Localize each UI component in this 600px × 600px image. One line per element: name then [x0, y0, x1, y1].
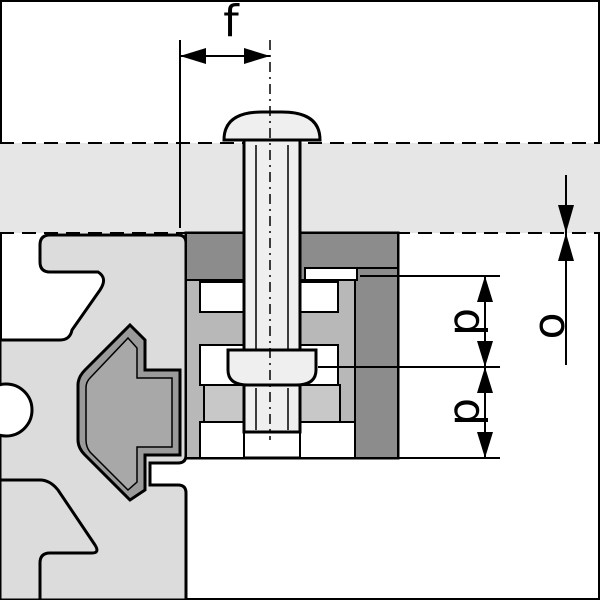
d-upper-arrow-bottom [477, 341, 493, 367]
label-f: f [223, 0, 240, 47]
d-lower-arrow-top [477, 367, 493, 393]
block-inner-mid [299, 384, 341, 423]
block-right-plate [354, 267, 399, 459]
o-arrow-up [558, 233, 574, 261]
label-d-upper: d [444, 308, 495, 336]
profile-core-hole [0, 382, 34, 438]
profile-lower-arm [0, 478, 99, 600]
d-upper-arrow-top [477, 276, 493, 302]
block-inner-mid-left [203, 384, 245, 423]
block-top-left-plate [185, 232, 245, 281]
channel-lower-right [299, 421, 356, 459]
t-slot-nut-icon [226, 348, 318, 387]
f-arrow-left [180, 48, 206, 64]
d-lower-arrow-bottom [477, 432, 493, 458]
channel-upper-left [199, 281, 245, 313]
o-arrow-down [558, 205, 574, 233]
block-step [304, 267, 358, 281]
label-o: o [529, 313, 580, 340]
nut-stem [242, 383, 302, 434]
channel-upper-right [299, 281, 339, 313]
button-head-screw-icon [222, 110, 322, 142]
profile-slot-inner [85, 336, 173, 492]
label-d-lower: d [444, 398, 495, 426]
f-arrow-right [244, 48, 270, 64]
channel-lower-left [199, 421, 245, 459]
